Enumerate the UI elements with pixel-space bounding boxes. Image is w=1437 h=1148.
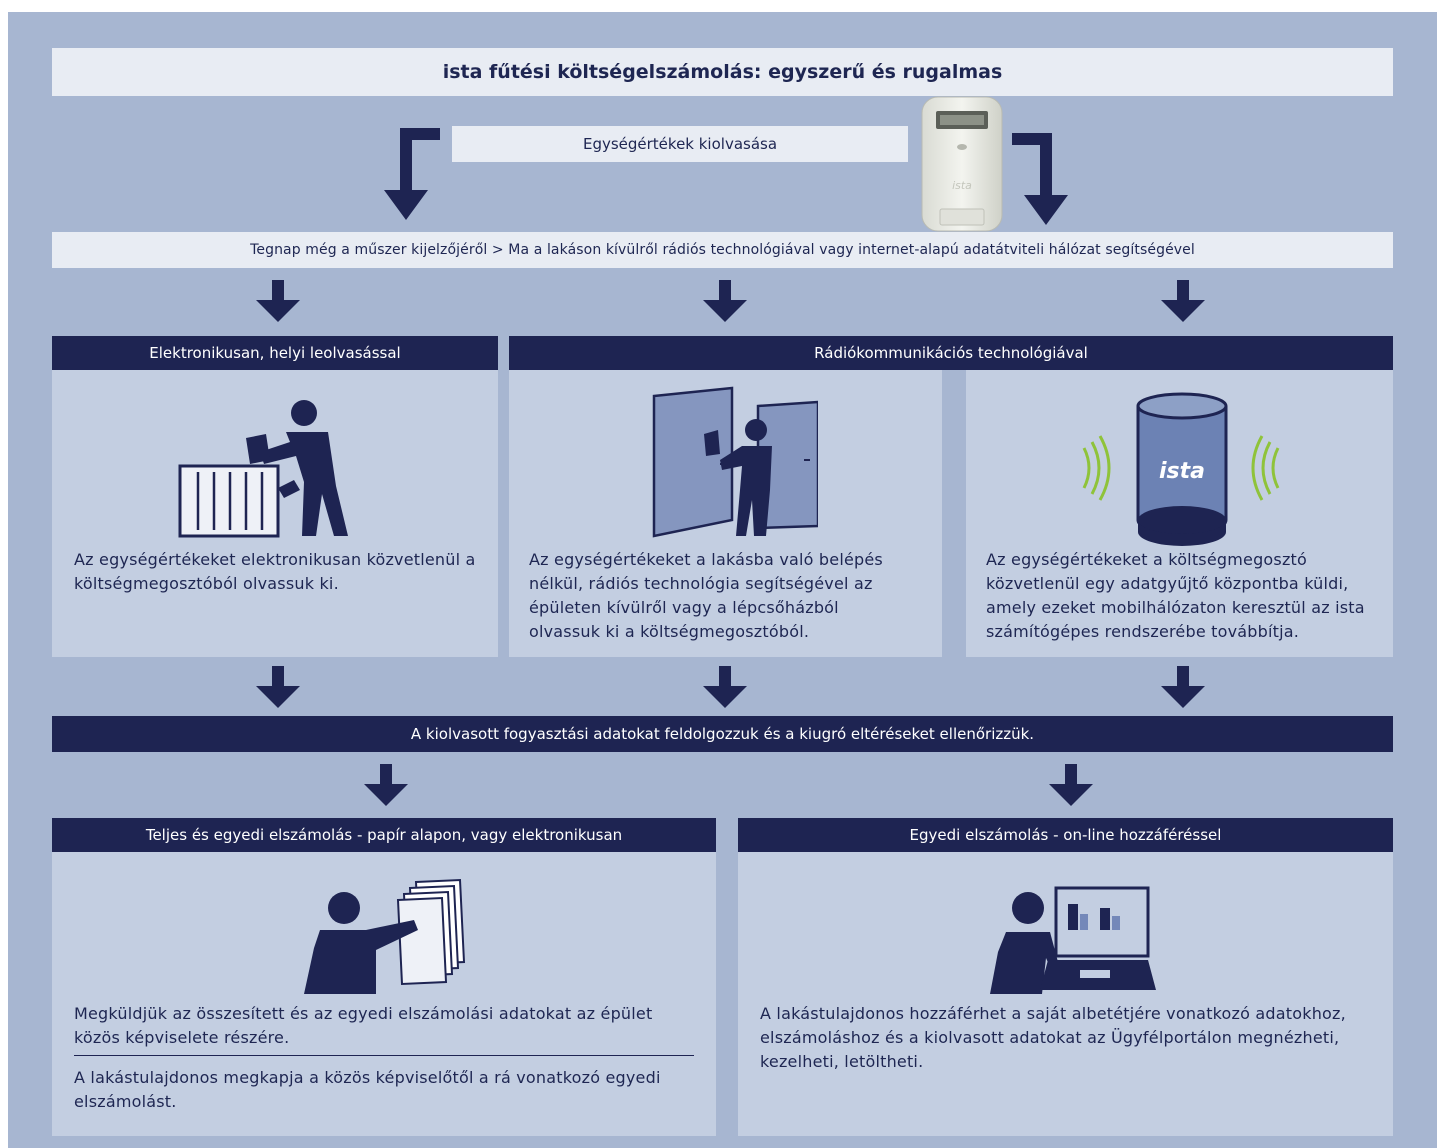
radio-header: Rádiókommunikációs technológiával <box>509 336 1393 370</box>
down-arrow <box>1161 280 1205 322</box>
paper-billing-text-2: A lakástulajdonos megkapja a közös képvi… <box>74 1068 661 1111</box>
data-gateway-icon: ista <box>1082 392 1280 546</box>
down-arrow <box>703 666 747 708</box>
radio-header-text: Rádiókommunikációs technológiával <box>814 344 1088 362</box>
elbow-arrow-right <box>1012 133 1068 225</box>
down-arrow <box>1161 666 1205 708</box>
paper-billing-panel <box>52 852 716 1136</box>
paper-billing-divider <box>74 1055 694 1056</box>
paper-billing-header: Teljes és egyedi elszámolás - papír alap… <box>52 818 716 852</box>
gateway-logo: ista <box>1159 459 1205 484</box>
down-arrow <box>703 280 747 322</box>
radiator-reading-icon <box>178 400 348 538</box>
down-arrow <box>256 280 300 322</box>
gateway-text: Az egységértékeket a költségmegosztó köz… <box>986 550 1365 641</box>
processing-text: A kiolvasott fogyasztási adatokat feldol… <box>410 725 1035 743</box>
heat-cost-allocator-device: ista <box>921 96 1003 232</box>
diagram-title: ista fűtési költségelszámolás: egyszerű … <box>52 48 1393 96</box>
local-reading-text: Az egységértékeket elektronikusan közvet… <box>74 550 476 593</box>
radio-walkby-text: Az egységértékeket a lakásba való belépé… <box>529 550 883 641</box>
processing-bar: A kiolvasott fogyasztási adatokat feldol… <box>52 716 1393 752</box>
title-text: ista fűtési költségelszámolás: egyszerű … <box>442 61 1003 83</box>
online-billing-text: A lakástulajdonos hozzáférhet a saját al… <box>760 1004 1346 1071</box>
reading-step-box: Egységértékek kiolvasása <box>452 126 908 162</box>
transition-bar: Tegnap még a műszer kijelzőjéről > Ma a … <box>52 232 1393 268</box>
device-logo: ista <box>952 179 972 192</box>
elbow-arrow-left <box>384 128 440 220</box>
down-arrow <box>1049 764 1093 806</box>
paper-billing-text-1: Megküldjük az összesített és az egyedi e… <box>74 1004 653 1047</box>
down-arrow <box>364 764 408 806</box>
diagram-canvas: ista fűtési költségelszámolás: egyszerű … <box>8 12 1437 1148</box>
paper-billing-header-text: Teljes és egyedi elszámolás - papír alap… <box>145 826 623 844</box>
online-laptop-icon <box>990 886 1156 994</box>
online-billing-header-text: Egyedi elszámolás - on-line hozzáférésse… <box>909 826 1222 844</box>
walk-by-reading-icon <box>652 386 818 538</box>
paper-documents-icon <box>304 878 466 994</box>
reading-step-text: Egységértékek kiolvasása <box>582 135 778 153</box>
down-arrow <box>256 666 300 708</box>
local-reading-header: Elektronikusan, helyi leolvasással <box>52 336 498 370</box>
transition-text: Tegnap még a műszer kijelzőjéről > Ma a … <box>250 242 1195 258</box>
online-billing-header: Egyedi elszámolás - on-line hozzáférésse… <box>738 818 1393 852</box>
local-reading-header-text: Elektronikusan, helyi leolvasással <box>149 344 401 362</box>
